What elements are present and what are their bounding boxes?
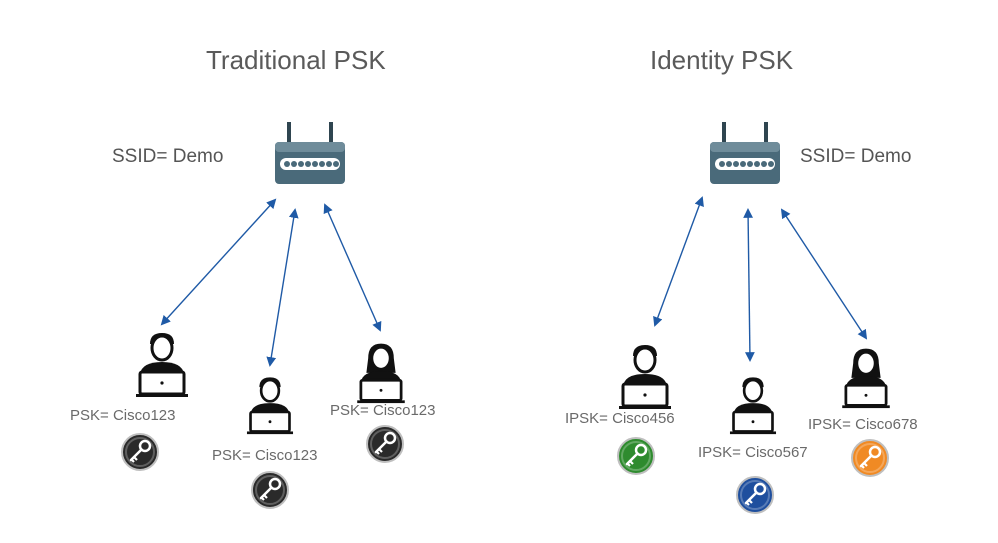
panel-title-identity: Identity PSK [650, 45, 794, 75]
psk-label: PSK= Cisco123 [330, 402, 436, 419]
client-user [134, 328, 190, 398]
connection-arrow [160, 198, 277, 326]
panel-title-traditional: Traditional PSK [206, 45, 386, 75]
key-icon [850, 438, 890, 478]
psk-label: IPSK= Cisco678 [808, 416, 918, 433]
key-icon [616, 436, 656, 476]
ssid-label-traditional: SSID= Demo [112, 146, 224, 167]
key-icon [735, 475, 775, 515]
connection-arrow [266, 208, 299, 367]
connection-arrow [743, 208, 755, 362]
client-user [244, 373, 296, 435]
wireless-router-icon [275, 122, 345, 184]
ssid-label-identity: SSID= Demo [800, 146, 912, 167]
connection-arrow [780, 208, 868, 340]
client-user [727, 373, 779, 435]
key-icon [120, 432, 160, 472]
client-user [617, 340, 673, 410]
psk-label: IPSK= Cisco456 [565, 410, 675, 427]
connection-arrow [323, 203, 382, 332]
wireless-router-icon [710, 122, 780, 184]
key-icon [365, 424, 405, 464]
connection-arrow [653, 196, 704, 327]
psk-label: IPSK= Cisco567 [698, 444, 808, 461]
psk-label: PSK= Cisco123 [70, 407, 176, 424]
client-user [840, 345, 892, 409]
key-icon [250, 470, 290, 510]
client-user [355, 340, 407, 404]
psk-label: PSK= Cisco123 [212, 447, 318, 464]
